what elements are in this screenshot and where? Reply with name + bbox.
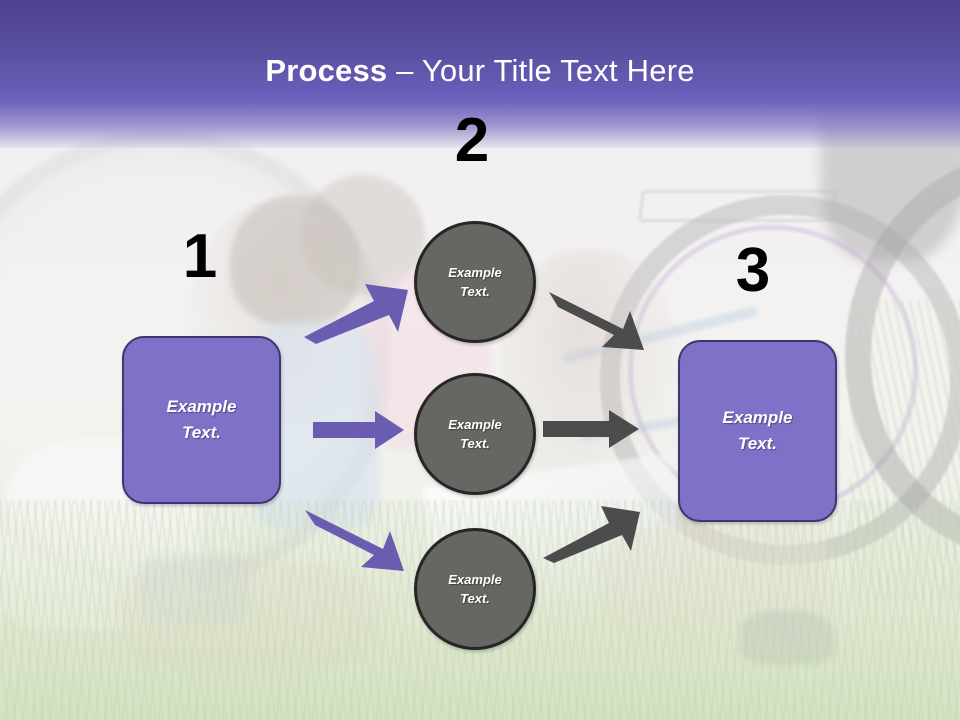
process-box-left-label: Example Text.: [167, 394, 237, 446]
process-box-right-line2: Text.: [737, 434, 778, 453]
process-box-left-line2: Text.: [181, 423, 222, 442]
gray-arrow-up-right-icon: [543, 506, 640, 563]
header-banner: [0, 0, 960, 148]
page-title: Process – Your Title Text Here: [0, 52, 960, 90]
process-circle-1[interactable]: Example Text.: [414, 221, 536, 343]
process-box-left[interactable]: Example Text.: [122, 336, 281, 504]
process-box-left-line1: Example: [166, 397, 237, 416]
process-circle-2-line1: Example: [448, 417, 502, 432]
step-number-2: 2: [454, 106, 490, 175]
gray-arrow-down-right-icon: [549, 292, 644, 350]
process-box-right[interactable]: Example Text.: [678, 340, 837, 522]
process-circle-2[interactable]: Example Text.: [414, 373, 536, 495]
purple-arrow-up-right-icon: [304, 284, 408, 344]
process-box-right-label: Example Text.: [723, 405, 793, 457]
purple-arrow-right-icon: [313, 411, 404, 449]
page-title-strong: Process: [265, 53, 388, 88]
step-number-3: 3: [735, 236, 771, 305]
process-circle-3-line2: Text.: [460, 591, 490, 606]
step-number-1: 1: [182, 222, 218, 291]
gray-arrow-right-icon: [543, 410, 639, 448]
process-circle-3[interactable]: Example Text.: [414, 528, 536, 650]
process-circle-1-line2: Text.: [460, 284, 490, 299]
process-circle-2-line2: Text.: [460, 436, 490, 451]
process-circle-2-label: Example Text.: [448, 415, 501, 453]
process-circle-3-label: Example Text.: [448, 570, 501, 608]
process-circle-1-line1: Example: [448, 265, 502, 280]
process-circle-1-label: Example Text.: [448, 263, 501, 301]
page-title-light: – Your Title Text Here: [387, 53, 695, 88]
process-box-right-line1: Example: [722, 408, 793, 427]
purple-arrow-down-right-icon: [305, 510, 404, 571]
process-circle-3-line1: Example: [448, 572, 502, 587]
